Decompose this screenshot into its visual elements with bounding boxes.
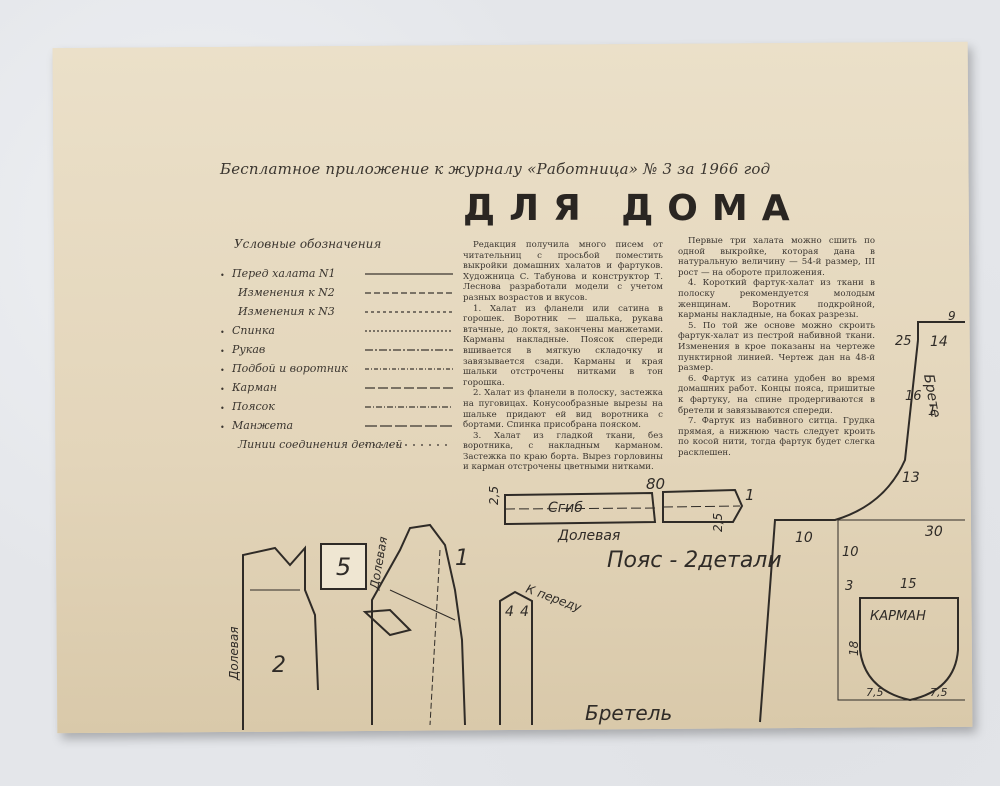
- belt-grain-label: Долевая: [557, 528, 620, 544]
- legend-bullet: •: [220, 423, 225, 432]
- legend-item-label: Рукав: [232, 343, 266, 356]
- legend-item-label: Манжета: [232, 419, 294, 432]
- supplement-header: Бесплатное приложение к журналу «Работни…: [220, 160, 771, 178]
- belt-width-left: 2,5: [487, 486, 501, 505]
- legend: • Перед халата N1 Изменения к N2 Изменения …: [220, 265, 455, 455]
- legend-item: Изменения к N3: [220, 303, 455, 322]
- legend-item-label: Изменения к N3: [238, 305, 335, 318]
- legend-item-label: Поясок: [232, 400, 275, 413]
- apron-num-9: 9: [948, 309, 956, 323]
- legend-item: • Перед халата N1: [220, 265, 455, 284]
- article-paragraph: 7. Фартук из набивного ситца. Грудка пря…: [678, 416, 875, 458]
- article-paragraph: 6. Фартук из сатина удобен во время дома…: [678, 373, 875, 416]
- apron-num-75a: 7,5: [866, 686, 884, 699]
- apron-num-75b: 7,5: [930, 686, 948, 699]
- article-paragraph: Редакция получила много писем от читател…: [463, 240, 663, 303]
- article-paragraph: 2. Халат из фланели в полоску, застежка …: [463, 388, 663, 431]
- belt-piece: [504, 488, 744, 526]
- legend-bullet: •: [220, 385, 225, 394]
- sleeve-piece-2: [242, 545, 319, 730]
- article-column-2: Первые три халата можно сшить по одной в…: [678, 236, 875, 458]
- strap-width-right: 4: [520, 604, 529, 620]
- legend-title: Условные обозначения: [234, 237, 382, 251]
- grain-left-label: Долевая: [227, 627, 241, 681]
- legend-item: • Спинка: [220, 322, 455, 341]
- legend-line-sample: [365, 292, 453, 294]
- legend-bullet: •: [220, 366, 225, 375]
- legend-item: • Поясок: [220, 398, 455, 417]
- belt-width-right: 2,5: [711, 513, 725, 532]
- apron-num-3: 3: [845, 579, 853, 594]
- belt-label: Пояс - 2детали: [607, 548, 782, 573]
- apron-num-16: 16: [905, 389, 922, 404]
- legend-bullet: •: [220, 271, 225, 280]
- legend-line-sample: [365, 444, 453, 446]
- strap-piece: [499, 590, 533, 725]
- legend-item: • Подбой и воротник: [220, 360, 455, 379]
- apron-num-10a: 10: [795, 530, 813, 546]
- legend-line-sample: [365, 387, 453, 389]
- apron-num-25: 25: [895, 334, 912, 349]
- legend-line-sample: [365, 368, 453, 370]
- apron-num-15: 15: [900, 577, 917, 592]
- legend-item-label: Перед халата N1: [232, 267, 336, 280]
- legend-item: • Карман: [220, 379, 455, 398]
- pocket-label: КАРМАН: [870, 609, 926, 624]
- belt-length: 80: [646, 475, 665, 493]
- legend-item: • Манжета: [220, 417, 455, 436]
- legend-line-sample: [365, 406, 453, 408]
- apron-num-18: 18: [847, 640, 861, 656]
- legend-line-sample: [365, 330, 453, 332]
- legend-item: • Рукав: [220, 341, 455, 360]
- article-paragraph: 5. По той же основе можно скроить фартук…: [678, 320, 875, 374]
- legend-item-label: Изменения к N2: [238, 286, 335, 299]
- legend-item: Изменения к N2: [220, 284, 455, 303]
- bretel-label: Брете: [920, 373, 943, 419]
- legend-item-label: Линии соединения деталей: [238, 438, 403, 451]
- article-paragraph: Первые три халата можно сшить по одной в…: [678, 236, 875, 278]
- apron-piece: [759, 321, 965, 723]
- piece-2-number: 2: [272, 653, 286, 678]
- grain-mid-label: Долевая: [367, 535, 390, 591]
- piece-5-badge: 5: [320, 543, 367, 590]
- legend-line-sample: [365, 273, 453, 275]
- strap-width-left: 4: [505, 604, 514, 620]
- apron-num-1: 1: [928, 404, 936, 419]
- apron-num-30: 30: [925, 524, 943, 540]
- legend-bullet: •: [220, 404, 225, 413]
- article-column-1: Редакция получила много писем от читател…: [463, 240, 663, 473]
- legend-item-label: Подбой и воротник: [232, 362, 348, 375]
- article-paragraph: 3. Халат из гладкой ткани, без воротника…: [463, 430, 663, 473]
- piece-1-number: 1: [455, 546, 469, 571]
- apron-num-13: 13: [902, 470, 920, 486]
- article-paragraph: 1. Халат из фланели или сатина в горошек…: [463, 303, 663, 388]
- legend-line-sample: [365, 349, 453, 351]
- article-paragraph: 4. Короткий фартук-халат из ткани в поло…: [678, 278, 875, 321]
- legend-item-label: Спинка: [232, 324, 275, 337]
- legend-line-sample: [365, 311, 453, 313]
- front-piece-1: [362, 523, 466, 726]
- page-title: ДЛЯ ДОМА: [463, 188, 804, 229]
- strap-label: Бретель: [585, 701, 672, 725]
- belt-fold-label: Сгиб: [548, 500, 583, 516]
- legend-bullet: •: [220, 328, 225, 337]
- belt-number: 1: [745, 486, 755, 504]
- legend-bullet: •: [220, 347, 225, 356]
- apron-num-14: 14: [930, 334, 948, 350]
- legend-item-label: Карман: [232, 381, 278, 394]
- apron-num-10b: 10: [842, 545, 859, 560]
- legend-item: Линии соединения деталей: [220, 436, 455, 455]
